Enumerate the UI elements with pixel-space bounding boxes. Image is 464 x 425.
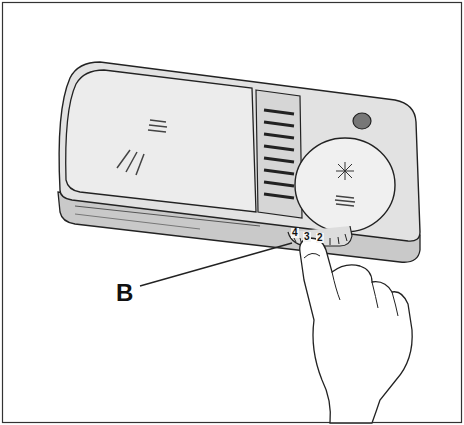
grill-slats [264,110,294,198]
grill-panel [256,90,302,218]
lid-symbol [117,150,144,175]
detergent-lid [66,70,256,212]
part-label: B [116,281,133,305]
dispenser-body [59,62,420,241]
fingernail [304,253,320,258]
dial-number: 3 [303,232,311,242]
cap-star [336,162,354,180]
figure-frame [3,3,462,423]
release-button [353,113,371,129]
dial-number: 4 [291,228,299,238]
lid-ridges [148,120,167,132]
side-groove [75,214,200,229]
cap-ridges [335,196,355,206]
finger-lines [332,272,398,316]
leader-line [140,243,292,286]
hand [300,238,412,423]
rinse-aid-cap [295,138,395,232]
dial-number: 2 [316,233,324,243]
